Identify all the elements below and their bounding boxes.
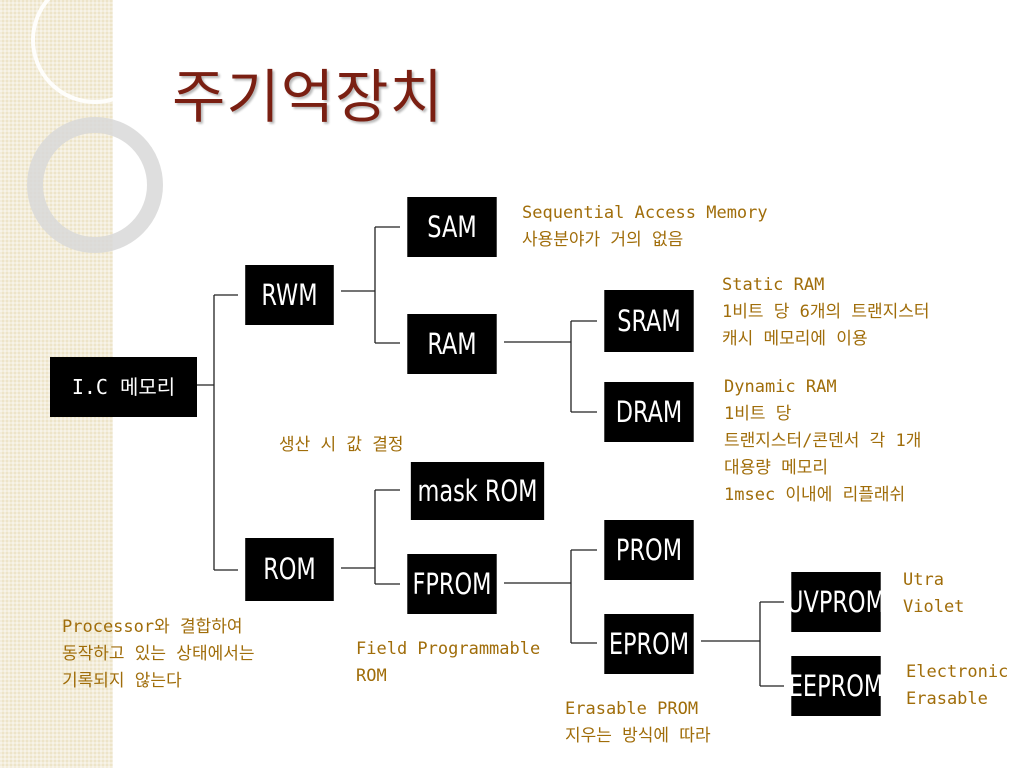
node-rom: ROM [245,538,334,601]
node-mask-rom: mask ROM [410,462,545,520]
node-dram: DRAM [604,382,694,442]
node-eeprom: EEPROM [789,656,883,716]
node-prom: PROM [604,520,694,580]
page-title: 주기억장치 [172,63,444,131]
node-rwm: RWM [245,265,334,325]
node-ram: RAM [407,314,497,374]
decorative-circles [27,0,163,253]
node-fprom: FPROM [407,554,497,614]
node-ic-memory: I.C 메모리 [50,357,197,417]
node-sam: SAM [407,197,497,257]
node-uvprom: UVPROM [787,572,885,632]
note-mask-rom: 생산 시 값 결정 [279,435,404,455]
node-sram: SRAM [604,290,694,352]
node-eprom: EPROM [604,614,694,674]
